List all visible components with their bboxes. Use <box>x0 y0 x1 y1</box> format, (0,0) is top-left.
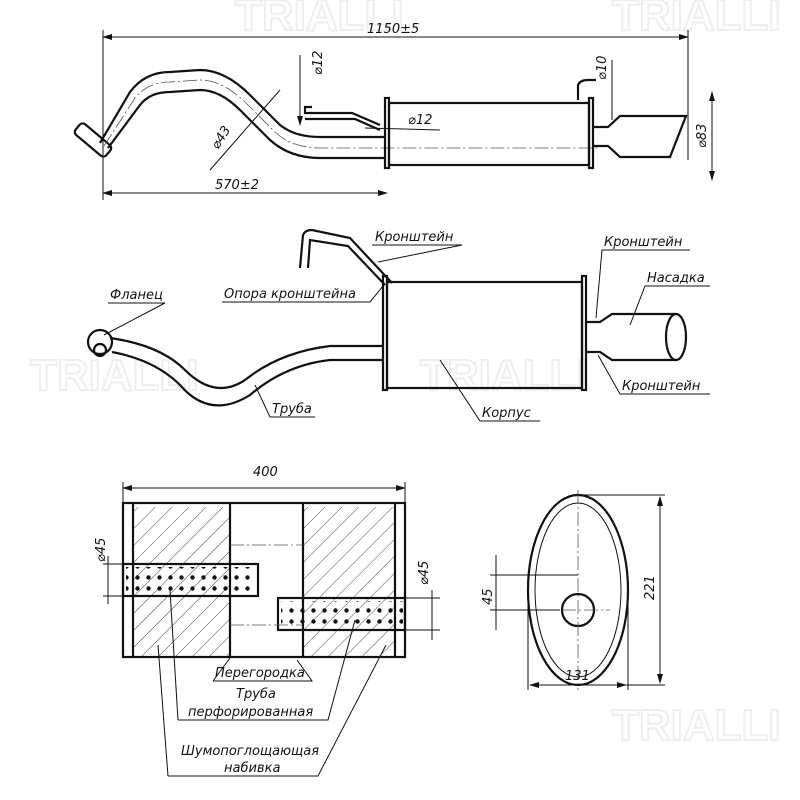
label-perforated-pipe: Труба <box>236 687 276 702</box>
label-flange: Фланец <box>110 288 163 303</box>
flange <box>73 122 113 158</box>
tail-tip <box>593 114 688 159</box>
label-bracket-rear-bottom: Кронштейн <box>622 379 701 394</box>
bracket-front <box>303 105 381 132</box>
label-bracket: Кронштейн <box>375 230 454 245</box>
end-view: 45 221 131 <box>481 490 665 690</box>
perforated-pipe-inlet <box>121 562 260 598</box>
pipe <box>109 336 383 390</box>
label-packing-2: набивка <box>224 761 280 776</box>
flange <box>86 328 114 356</box>
body-flange-rear <box>587 96 595 170</box>
watermark: TRIALLI <box>30 351 199 400</box>
label-baffle: Перегородка <box>215 666 305 681</box>
dim-overall-label: 1150±5 <box>367 22 419 37</box>
side-view: Кронштейн Опора кронштейна Фланец Кроншт… <box>86 228 710 422</box>
label-bracket-rear-top: Кронштейн <box>604 235 683 250</box>
section-view: 400 ⌀45 ⌀45 Перегородка Труба перфориров… <box>94 465 440 777</box>
bracket-top <box>298 228 393 284</box>
dim-outlet-dia: ⌀45 <box>417 561 432 585</box>
dim-bracket-dia-1: ⌀12 <box>311 51 326 75</box>
label-packing: Шумопоглощающая <box>181 744 319 759</box>
label-bracket-support: Опора кронштейна <box>224 287 356 302</box>
label-pipe: Труба <box>272 402 312 417</box>
pipe <box>99 68 385 144</box>
dim-rear-bracket-dia: ⌀10 <box>595 56 610 80</box>
body-flange-rear <box>580 274 588 392</box>
label-perforated-pipe-2: перфорированная <box>188 705 313 720</box>
watermark: TRIALLI <box>420 351 589 400</box>
watermark: TRIALLI <box>612 0 781 40</box>
dim-offset: 45 <box>481 588 496 605</box>
dim-width: 131 <box>565 669 590 684</box>
dim-tip-dia: ⌀83 <box>695 124 710 148</box>
perforated-pipe-outlet <box>276 596 407 632</box>
dim-height: 221 <box>643 575 658 600</box>
dim-pipe-label: 570±2 <box>215 178 259 193</box>
packing-right <box>303 507 395 657</box>
label-body: Корпус <box>482 406 531 421</box>
label-tip: Насадка <box>647 271 705 286</box>
watermarks: TRIALLI TRIALLI TRIALLI TRIALLI TRIALLI <box>29 0 782 751</box>
tail-tip <box>586 312 676 362</box>
dim-inlet-dia: ⌀45 <box>94 538 109 562</box>
watermark: TRIALLI <box>612 701 781 750</box>
bracket-rear <box>576 78 596 100</box>
dim-section-length: 400 <box>253 465 278 480</box>
dim-bracket-dia-2: ⌀12 <box>408 113 432 128</box>
top-view: 1150±5 570±2 ⌀12 ⌀43 ⌀12 ⌀10 ⌀83 <box>73 22 715 200</box>
dim-pipe-dia: ⌀43 <box>209 123 235 152</box>
